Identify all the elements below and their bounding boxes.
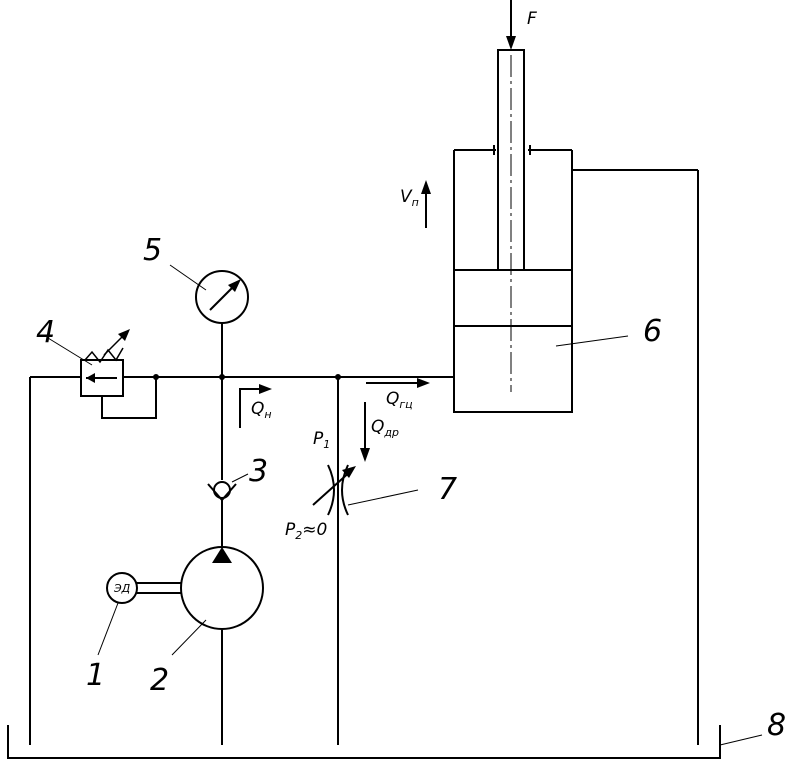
- q-throttle-label: Qдр: [371, 417, 399, 439]
- label-3: 3: [249, 454, 268, 489]
- p1-main: P: [313, 429, 324, 449]
- pump-arrowhead: [212, 547, 232, 563]
- p2-sub: 2: [295, 529, 302, 542]
- label-1: 1: [86, 658, 105, 693]
- q-throttle-main: Q: [371, 417, 384, 437]
- cylinder-piston: [453, 269, 573, 327]
- check-valve-seat: [207, 483, 237, 502]
- relief-valve-arrowhead: [86, 373, 95, 383]
- p1-label: P1: [313, 429, 330, 451]
- relief-valve-adjust-head: [118, 329, 130, 341]
- q-pump-main: Q: [251, 399, 264, 419]
- label-2: 2: [150, 663, 169, 698]
- label-5: 5: [143, 233, 162, 268]
- throttle-arc-left: [327, 464, 335, 516]
- relief-valve-spring: [84, 347, 124, 364]
- q-cylinder-arrowhead: [417, 378, 430, 388]
- throttle-adjust-arrow: [312, 469, 353, 506]
- leader-6: [555, 335, 629, 347]
- leader-8: [719, 734, 763, 746]
- motor-label: ЭД: [113, 582, 131, 595]
- junction-dot-throttle: [335, 374, 341, 380]
- leader-4: [47, 337, 93, 366]
- gauge-needle-head: [228, 279, 241, 292]
- relief-valve-pilot: [101, 377, 157, 419]
- q-cylinder-label: Qгц: [386, 389, 413, 411]
- velocity-main: V: [400, 187, 413, 207]
- velocity-arrowhead: [421, 180, 431, 194]
- p2-label: P2≈0: [285, 520, 327, 542]
- p1-sub: 1: [323, 438, 330, 451]
- q-pump-arrow: [239, 388, 262, 428]
- p2-value: ≈0: [302, 520, 327, 540]
- q-throttle-arrowhead: [360, 448, 370, 462]
- q-cylinder-main: Q: [386, 389, 399, 409]
- q-cylinder-sub: гц: [399, 398, 412, 411]
- leader-3: [231, 473, 249, 483]
- electric-motor: [106, 572, 138, 604]
- leader-5: [169, 264, 207, 291]
- q-pump-label: Qн: [251, 399, 272, 421]
- label-8: 8: [767, 708, 786, 743]
- velocity-label: Vп: [400, 187, 419, 209]
- q-throttle-sub: др: [383, 426, 399, 439]
- tank-outline: [7, 725, 721, 759]
- label-6: 6: [643, 314, 662, 349]
- force-label: F: [527, 9, 537, 29]
- force-arrowhead: [506, 36, 516, 50]
- throttle-adjust-head: [342, 466, 356, 478]
- leader-1: [97, 602, 119, 656]
- leader-7: [347, 489, 419, 506]
- junction-dot-gauge: [219, 374, 225, 380]
- q-pump-sub: н: [264, 408, 271, 421]
- p2-main: P: [285, 520, 296, 540]
- velocity-sub: п: [412, 196, 419, 209]
- leader-2: [171, 619, 207, 656]
- check-valve-ball: [213, 481, 231, 499]
- label-4: 4: [36, 315, 55, 350]
- q-pump-arrowhead: [259, 384, 272, 394]
- label-7: 7: [438, 472, 457, 507]
